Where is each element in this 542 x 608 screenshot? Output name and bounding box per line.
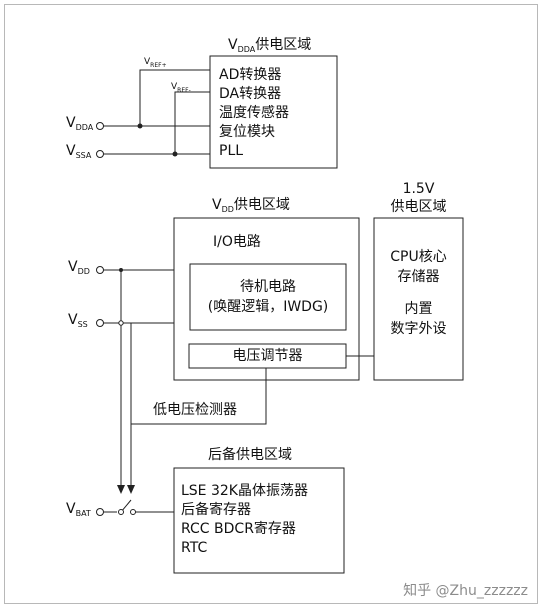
standby-box — [189, 263, 347, 331]
switch-contact-left — [118, 509, 124, 515]
io-circuit-label: I/O电路 — [213, 234, 261, 250]
pin-vbat-label: VBAT — [66, 501, 91, 518]
vdda-block-items: AD转换器 DA转换器 温度传感器 复位模块 PLL — [219, 66, 289, 161]
vref-minus-wire — [174, 91, 210, 154]
arrow-vdd — [117, 485, 125, 494]
vref-minus-label: VREF- — [171, 82, 191, 94]
standby-circuit-text: 待机电路 (唤醒逻辑，IWDG) — [207, 279, 329, 315]
vref-plus-label: VREF+ — [144, 57, 167, 69]
pin-vssa-label: VSSA — [66, 143, 92, 160]
detector-wire — [131, 368, 267, 425]
backup-item-rtc: RTC — [181, 540, 208, 556]
vdda-domain-title: VDDA供电区域 — [228, 37, 312, 54]
backup-item-backup-registers: 后备寄存器 — [181, 502, 251, 518]
junction-vref-plus — [137, 123, 143, 129]
watermark-text: 知乎 @Zhu_zzzzzz — [403, 583, 528, 599]
pin-vssa-circle — [96, 150, 104, 158]
core-domain-title: 1.5V 供电区域 — [390, 181, 447, 215]
vdd-domain-title: VDD供电区域 — [212, 197, 290, 214]
backup-item-lse: LSE 32K晶体振荡器 — [181, 483, 308, 499]
vdda-item-pll: PLL — [219, 143, 244, 159]
pin-vdda-label: VDDA — [66, 115, 94, 132]
pin-vdd-circle — [96, 266, 104, 274]
pin-vbat-circle — [96, 508, 104, 516]
core-block-box — [373, 217, 464, 381]
vss-crossover — [118, 320, 124, 326]
vdda-block-box — [209, 55, 338, 169]
vref-plus-wire — [139, 69, 210, 126]
vdda-item-reset: 复位模块 — [219, 124, 275, 140]
low-voltage-detector-label: 低电压检测器 — [153, 402, 237, 418]
switch-contact-right — [130, 509, 136, 515]
junction-vdd-bus — [119, 268, 123, 272]
pin-vdda-circle — [96, 122, 104, 130]
core-block-text: CPU核心 存储器 内置 数字外设 — [390, 249, 447, 337]
regulator-label: 电压调节器 — [232, 348, 303, 364]
backup-item-rcc-bdcr: RCC BDCR寄存器 — [181, 521, 296, 537]
vdda-item-temp-sensor: 温度传感器 — [219, 105, 289, 121]
device-outline — [4, 4, 538, 604]
vdda-item-adc: AD转换器 — [219, 67, 282, 83]
backup-block-box — [173, 467, 345, 574]
backup-domain-title: 后备供电区域 — [208, 447, 292, 463]
vdda-item-dac: DA转换器 — [219, 86, 282, 102]
pin-vss-label: VSS — [68, 312, 88, 329]
backup-block-items: LSE 32K晶体振荡器 后备寄存器 RCC BDCR寄存器 RTC — [181, 482, 308, 558]
arrow-vss — [127, 485, 135, 494]
pin-vss-circle — [96, 319, 104, 327]
pin-vdd-label: VDD — [68, 259, 90, 276]
junction-vref-minus — [172, 151, 178, 157]
